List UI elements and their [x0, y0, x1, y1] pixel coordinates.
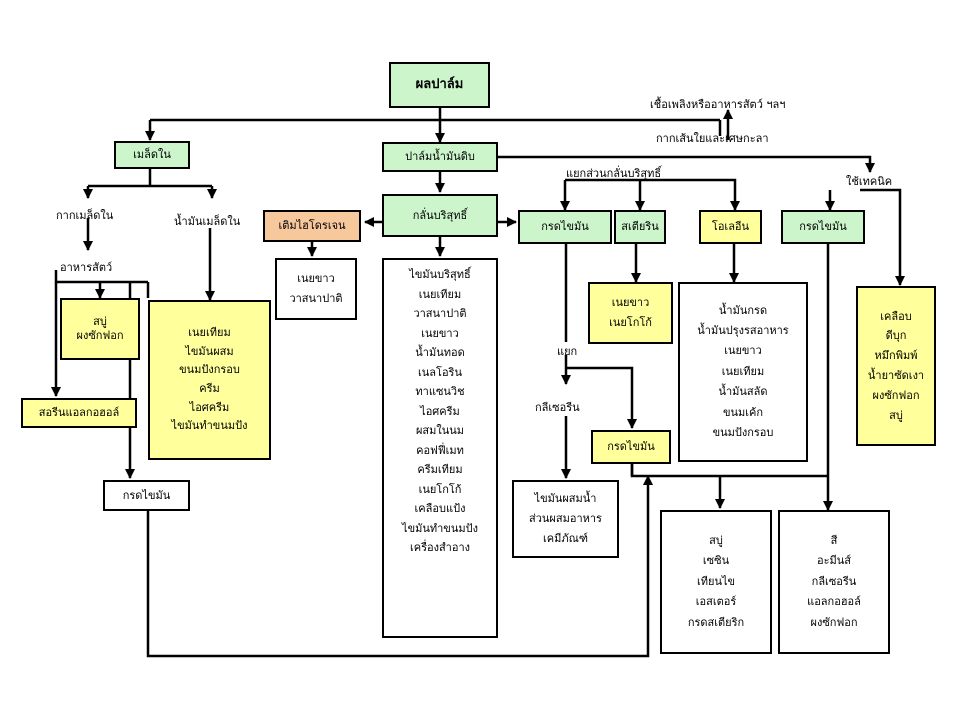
kernel-product-item: ไขมันทำขนมปัง: [171, 419, 248, 433]
olein-product-item: น้ำมันปรุงรสอาหาร: [697, 324, 789, 338]
tech-product-item: ดีบุก: [885, 329, 907, 343]
stearin-products-box: เนยขาว เนยโกโก้: [588, 282, 673, 344]
hydrogen-product-item: วาสนาปาติ: [289, 292, 343, 305]
stearin-box: สเตียริน: [614, 210, 666, 244]
soap-product-item: กรดสเตียริก: [687, 615, 745, 629]
refined-product-item: ผสมในนม: [415, 424, 465, 438]
fatty-acid-distillate-box: กรดไขมัน: [518, 210, 612, 244]
soap-detergent-box: สบู่ ผงซักฟอก: [60, 298, 140, 360]
olein-product-item: น้ำมันสลัด: [718, 385, 768, 399]
paint-product-item: อะมีนส์: [817, 554, 851, 568]
tech-product-item: น้ำยาซัดเงา: [867, 369, 925, 382]
soap-product-item: สบู่: [709, 534, 723, 548]
refined-product-item: ไขมันทำขนมปัง: [402, 521, 478, 535]
tech-product-item: สบู่: [889, 408, 903, 422]
fiber-label: กากเส้นใยและเศษกะลา: [656, 132, 769, 145]
refined-product-item: ไขมันบริสุทธิ์: [409, 268, 471, 281]
detergent-item: ผงซักฟอก: [76, 329, 124, 342]
tech-products-box: เคลือบ ดีบุก หมึกพิมพ์ น้ำยาซัดเงา ผงซัก…: [856, 286, 936, 446]
tech-product-item: หมึกพิมพ์: [874, 349, 918, 363]
refined-product-item: เนยขาว: [421, 326, 459, 340]
stearin-product-item: เนยขาว: [611, 296, 650, 310]
animal-feed-label: อาหารสัตว์: [60, 261, 113, 274]
hydrogen-product-item: เนยขาว: [297, 272, 335, 286]
paint-product-item: แอลกอฮอล์: [807, 595, 861, 609]
kernel-cake-label: กากเมล็ดใน: [56, 209, 114, 222]
refined-product-item: เคลือบแป้ง: [414, 502, 466, 516]
fatty-acid-center-box: กรดไขมัน: [591, 430, 671, 464]
olein-product-item: เนยเทียม: [721, 364, 765, 378]
paint-product-item: ผงซักฟอก: [810, 615, 858, 629]
refined-product-item: วาสนาปาติ: [413, 307, 467, 321]
hydrogen-products-box: เนยขาว วาสนาปาติ: [275, 258, 357, 320]
root-box: ผลปาล์ม: [389, 62, 490, 108]
fractionate-label: แยกส่วนกลั่นบริสุทธิ์: [566, 167, 662, 180]
soap-product-item: เทียนไข: [696, 574, 736, 588]
crude-oil-box: ปาล์มน้ำมันดิบ: [382, 142, 498, 172]
glycerin-product-item: ไขมันผสมน้ำ: [534, 492, 597, 506]
soap-product-item: เซซิน: [702, 554, 730, 568]
fatty-acid-kernel-box: กรดไขมัน: [103, 480, 190, 511]
kernel-product-item: ไขมันผสม: [185, 344, 234, 358]
tech-label: ใช้เทคนิค: [846, 175, 893, 188]
refined-product-item: เนลโอริน: [418, 365, 462, 379]
refined-product-item: น้ำมันทอด: [415, 346, 465, 360]
refined-products-box: ไขมันบริสุทธิ์ เนยเทียม วาสนาปาติ เนยขาว…: [382, 258, 498, 638]
kernel-oil-label: น้ำมันเมล็ดใน: [174, 215, 241, 228]
stearin-product-item: เนยโกโก้: [609, 316, 652, 329]
kernel-product-item: ครีม: [199, 382, 220, 395]
separate-label: แยก: [557, 345, 578, 358]
tech-product-item: เคลือบ: [880, 309, 912, 323]
paint-products-box: สี อะมีนส์ กลีเซอรีน แอลกอฮอล์ ผงซักฟอก: [778, 510, 890, 654]
paint-product-item: กลีเซอรีน: [811, 574, 857, 588]
refined-product-item: คอฟฟี่เมท: [416, 443, 464, 457]
tech-product-item: ผงซักฟอก: [872, 388, 920, 402]
olein-product-item: ขนมเค้ก: [722, 405, 764, 419]
olein-products-box: น้ำมันกรด น้ำมันปรุงรสอาหาร เนยขาว เนยเท…: [678, 282, 808, 462]
kernel-product-item: ขนมปังกรอบ: [179, 363, 240, 377]
kernel-product-item: ไอศครีม: [189, 400, 230, 414]
kernel-box: เมล็ดใน: [114, 141, 190, 169]
refined-product-item: ทาแซนวิช: [415, 385, 465, 399]
refined-product-item: เครื่องสำอาง: [409, 541, 471, 555]
kernel-products-box: เนยเทียม ไขมันผสม ขนมปังกรอบ ครีม ไอศครี…: [148, 300, 271, 460]
glycerin-label: กลีเซอรีน: [535, 398, 580, 416]
refined-product-item: ครีมเทียม: [417, 463, 463, 477]
alcohol-box: สอรีนแอลกอฮอล์: [21, 398, 137, 428]
olein-product-item: ขนมปังกรอบ: [712, 425, 774, 439]
glycerin-product-item: เคมีภัณฑ์: [543, 531, 588, 545]
refined-product-item: ไอศครีม: [420, 404, 460, 418]
kernel-product-item: เนยเทียม: [188, 325, 231, 339]
soap-product-item: เอสเตอร์: [695, 595, 737, 609]
soap-item: สบู่: [93, 315, 107, 329]
olein-product-item: น้ำมันกรด: [718, 303, 768, 317]
fuel-label: เชื้อเพลิงหรืออาหารสัตว์ ฯลฯ: [650, 98, 786, 111]
refined-box: กลั่นบริสุทธิ์: [382, 194, 498, 237]
refined-product-item: เนยโกโก้: [418, 482, 462, 496]
hydrogen-box: เติมไฮโดรเจน: [263, 210, 361, 242]
paint-product-item: สี: [830, 534, 838, 548]
soap-products-box: สบู่ เซซิน เทียนไข เอสเตอร์ กรดสเตียริก: [660, 510, 772, 654]
olein-box: โอเลอีน: [699, 210, 762, 244]
fatty-acid-tech-box: กรดไขมัน: [781, 210, 865, 244]
glycerin-products-box: ไขมันผสมน้ำ ส่วนผสมอาหาร เคมีภัณฑ์: [512, 480, 619, 558]
olein-product-item: เนยขาว: [724, 344, 762, 358]
refined-product-item: เนยเทียม: [418, 287, 462, 301]
glycerin-product-item: ส่วนผสมอาหาร: [529, 512, 602, 526]
